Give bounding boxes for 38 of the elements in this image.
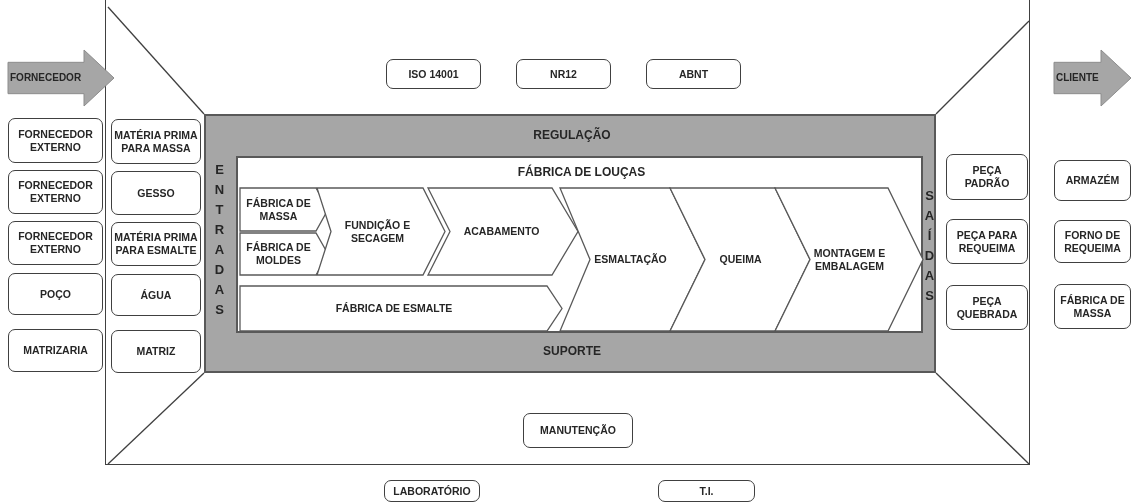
supplier-box: MATRIZARIA xyxy=(8,329,103,372)
band-heading: SUPORTE xyxy=(542,344,602,359)
output-box: PEÇA PADRÃO xyxy=(946,154,1028,200)
customer-box: FORNO DE REQUEIMA xyxy=(1054,220,1131,263)
standard-box: ABNT xyxy=(646,59,741,89)
customer-box: ARMAZÉM xyxy=(1054,160,1131,201)
process-step: ACABAMENTO xyxy=(428,188,578,275)
input-box: GESSO xyxy=(111,171,201,215)
panel-heading: FÁBRICA DE LOUÇAS xyxy=(516,165,647,180)
standard-box: ISO 14001 xyxy=(386,59,481,89)
support-box: MANUTENÇÃO xyxy=(523,413,633,448)
band-heading: REGULAÇÃO xyxy=(532,128,612,143)
process-step: ESMALTAÇÃO xyxy=(560,188,705,331)
process-step: FÁBRICA DE MOLDES xyxy=(240,233,328,275)
process-band xyxy=(204,114,936,373)
supplier-box: FORNECEDOR EXTERNO xyxy=(8,118,103,163)
input-box: ÁGUA xyxy=(111,274,201,316)
support-box: LABORATÓRIO xyxy=(384,480,480,502)
process-step: QUEIMA xyxy=(670,188,810,331)
supplier-box: FORNECEDOR EXTERNO xyxy=(8,221,103,265)
customer-box: FÁBRICA DE MASSA xyxy=(1054,284,1131,329)
supplier-box: POÇO xyxy=(8,273,103,315)
process-panel xyxy=(236,156,923,333)
supplier-box: FORNECEDOR EXTERNO xyxy=(8,170,103,214)
block-arrow: FORNECEDOR xyxy=(8,50,114,106)
standard-box: NR12 xyxy=(516,59,611,89)
process-step: MONTAGEM E EMBALAGEM xyxy=(775,188,923,331)
output-box: PEÇA QUEBRADA xyxy=(946,285,1028,330)
support-box: T.I. xyxy=(658,480,755,502)
block-arrow: CLIENTE xyxy=(1054,50,1131,106)
process-step: FÁBRICA DE ESMALTE xyxy=(240,286,562,331)
input-box: MATRIZ xyxy=(111,330,201,373)
output-box: PEÇA PARA REQUEIMA xyxy=(946,219,1028,264)
input-box: MATÉRIA PRIMA PARA MASSA xyxy=(111,119,201,164)
vertical-heading: SAÍDAS xyxy=(924,187,935,305)
vertical-heading: ENTRADAS xyxy=(214,161,225,319)
process-step: FÁBRICA DE MASSA xyxy=(240,188,328,231)
input-box: MATÉRIA PRIMA PARA ESMALTE xyxy=(111,222,201,266)
